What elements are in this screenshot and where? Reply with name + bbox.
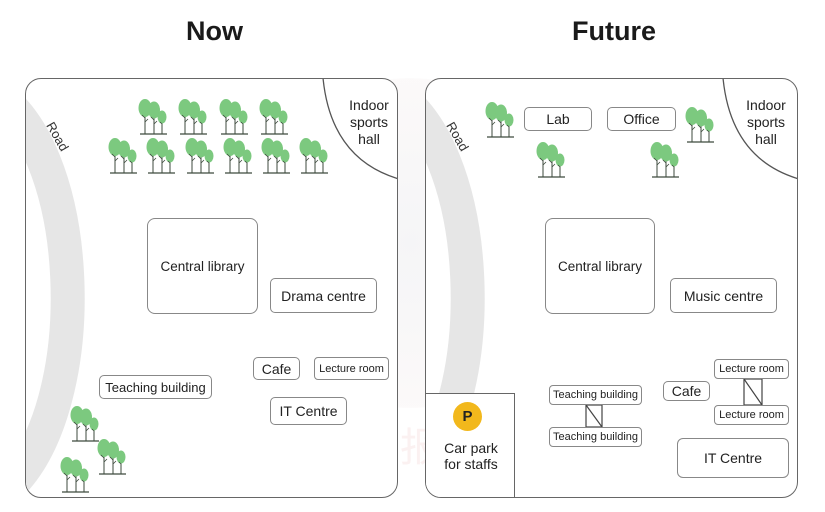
tree-icon: [60, 454, 90, 494]
future-central-library: Central library: [545, 218, 655, 314]
future-office: Office: [607, 107, 676, 131]
tree-icon: [178, 96, 208, 136]
tree-icon: [223, 135, 253, 175]
future-cafe: Cafe: [663, 381, 710, 401]
future-teaching-building-bottom: Teaching building: [549, 427, 642, 447]
future-title: Future: [572, 16, 656, 46]
future-lab: Lab: [524, 107, 592, 131]
tree-icon: [185, 135, 215, 175]
future-lecture-room-bottom: Lecture room: [714, 405, 789, 425]
tree-icon: [685, 104, 715, 144]
parking-icon: P: [453, 402, 482, 431]
tree-icon: [138, 96, 168, 136]
now-it-centre: IT Centre: [270, 397, 347, 425]
future-it-centre: IT Centre: [677, 438, 789, 478]
tree-icon: [536, 139, 566, 179]
tree-icon: [485, 99, 515, 139]
tree-icon: [97, 436, 127, 476]
future-lecture-room-top: Lecture room: [714, 359, 789, 379]
future-teaching-building-top: Teaching building: [549, 385, 642, 405]
tree-icon: [146, 135, 176, 175]
now-title: Now: [186, 16, 243, 46]
now-central-library: Central library: [147, 218, 258, 314]
now-road: [26, 79, 397, 493]
tree-icon: [70, 403, 100, 443]
now-cafe: Cafe: [253, 357, 300, 380]
tree-icon: [108, 135, 138, 175]
now-lecture-room: Lecture room: [314, 357, 389, 380]
tree-icon: [259, 96, 289, 136]
now-teaching-building: Teaching building: [99, 375, 212, 399]
future-music-centre: Music centre: [670, 278, 777, 313]
tree-icon: [261, 135, 291, 175]
tree-icon: [299, 135, 329, 175]
tree-icon: [219, 96, 249, 136]
tree-icon: [650, 139, 680, 179]
now-drama-centre: Drama centre: [270, 278, 377, 313]
